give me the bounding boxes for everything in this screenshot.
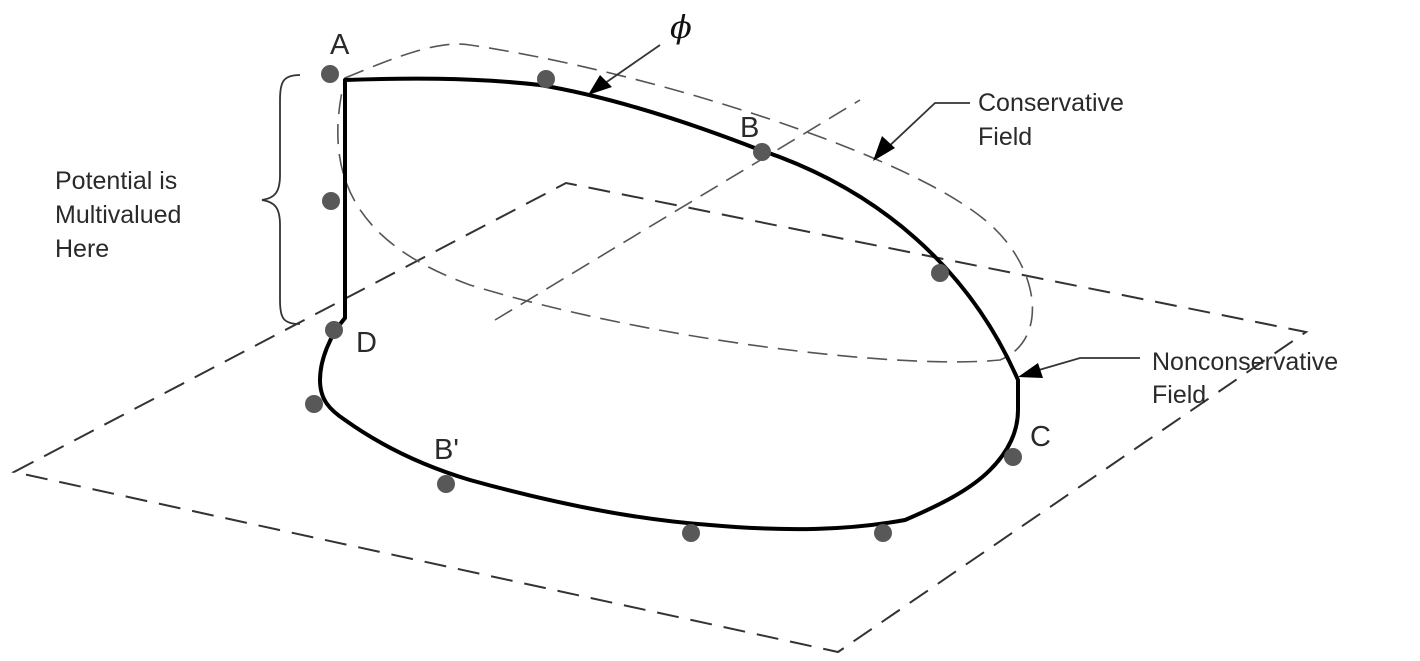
conservative-field-loop <box>337 43 1034 363</box>
conservative-arrowhead <box>873 136 895 161</box>
point-dot-right <box>931 264 949 282</box>
label-b: B <box>740 112 759 144</box>
point-dot-b <box>753 143 771 161</box>
multivalued-line-3: Here <box>55 235 109 263</box>
nonconservative-line-1: Nonconservative <box>1152 348 1338 376</box>
point-dot-d <box>325 321 343 339</box>
conservative-line-2: Field <box>978 123 1032 151</box>
nonconservative-arrowhead <box>1018 363 1043 378</box>
nonconservative-field-annotation: Nonconservative Field <box>1152 348 1338 409</box>
label-c: C <box>1030 421 1051 453</box>
conservative-field-annotation: Conservative Field <box>978 89 1124 151</box>
label-b-prime: B' <box>434 434 459 466</box>
field-curve <box>318 76 1020 532</box>
phi-arrowhead <box>588 75 612 95</box>
sample-points <box>305 65 1022 542</box>
multivalued-line-2: Multivalued <box>55 201 181 229</box>
point-dot-b-prime <box>437 475 455 493</box>
nonconservative-arrow-line <box>1031 357 1140 373</box>
point-dot-lower-left <box>305 395 323 413</box>
point-dot-bottom <box>682 524 700 542</box>
conservative-line-1: Conservative <box>978 89 1124 117</box>
ground-plane <box>11 181 1309 654</box>
conservative-arrow-line <box>884 102 970 151</box>
multivalued-line-1: Potential is <box>55 167 177 195</box>
multivalued-brace <box>261 74 301 325</box>
nonconservative-line-2: Field <box>1152 381 1206 409</box>
point-dot-mid-left <box>322 192 340 210</box>
label-d: D <box>356 327 377 359</box>
point-dot-a <box>321 65 339 83</box>
phi-arrow-line <box>597 44 661 89</box>
multivalued-annotation: Potential is Multivalued Here <box>55 167 181 263</box>
point-dot-bottom-right <box>874 524 892 542</box>
point-dot-c <box>1004 448 1022 466</box>
axis-line <box>494 99 861 321</box>
label-a: A <box>330 29 350 61</box>
point-dot-top <box>537 70 555 88</box>
label-phi: ϕ <box>670 8 692 46</box>
